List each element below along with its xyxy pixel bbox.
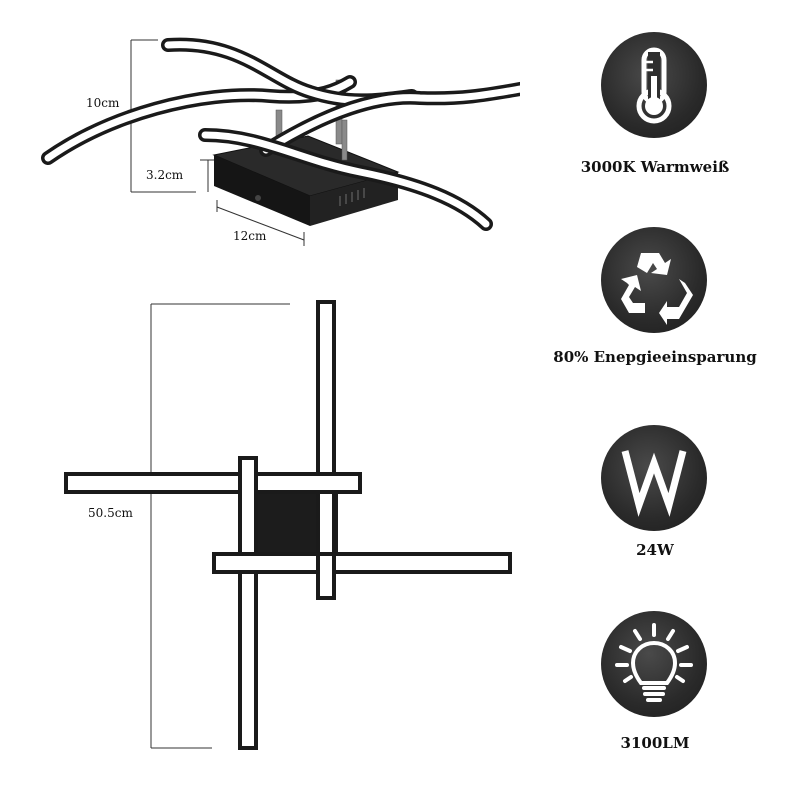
watt-icon	[601, 425, 707, 531]
base-height-dimension-label: 3.2cm	[146, 168, 184, 182]
thermometer-icon	[601, 32, 707, 138]
lamp-perspective-view	[41, 37, 520, 246]
total-length-dimension-label: 50.5cm	[88, 506, 133, 520]
lumen-label: 3100LM	[620, 734, 690, 752]
lamp-top-view	[64, 300, 512, 750]
recycle-icon	[601, 227, 707, 333]
energy-saving-label: 80% Enepgieeinsparung	[553, 348, 757, 366]
lamp-bars	[64, 300, 512, 750]
height-dimension-label: 10cm	[86, 96, 120, 110]
power-label: 24W	[636, 541, 674, 559]
light-bulb-icon	[601, 611, 707, 717]
base-width-dimension-label: 12cm	[233, 229, 267, 243]
color-temperature-label: 3000K Warmweiß	[580, 158, 730, 176]
